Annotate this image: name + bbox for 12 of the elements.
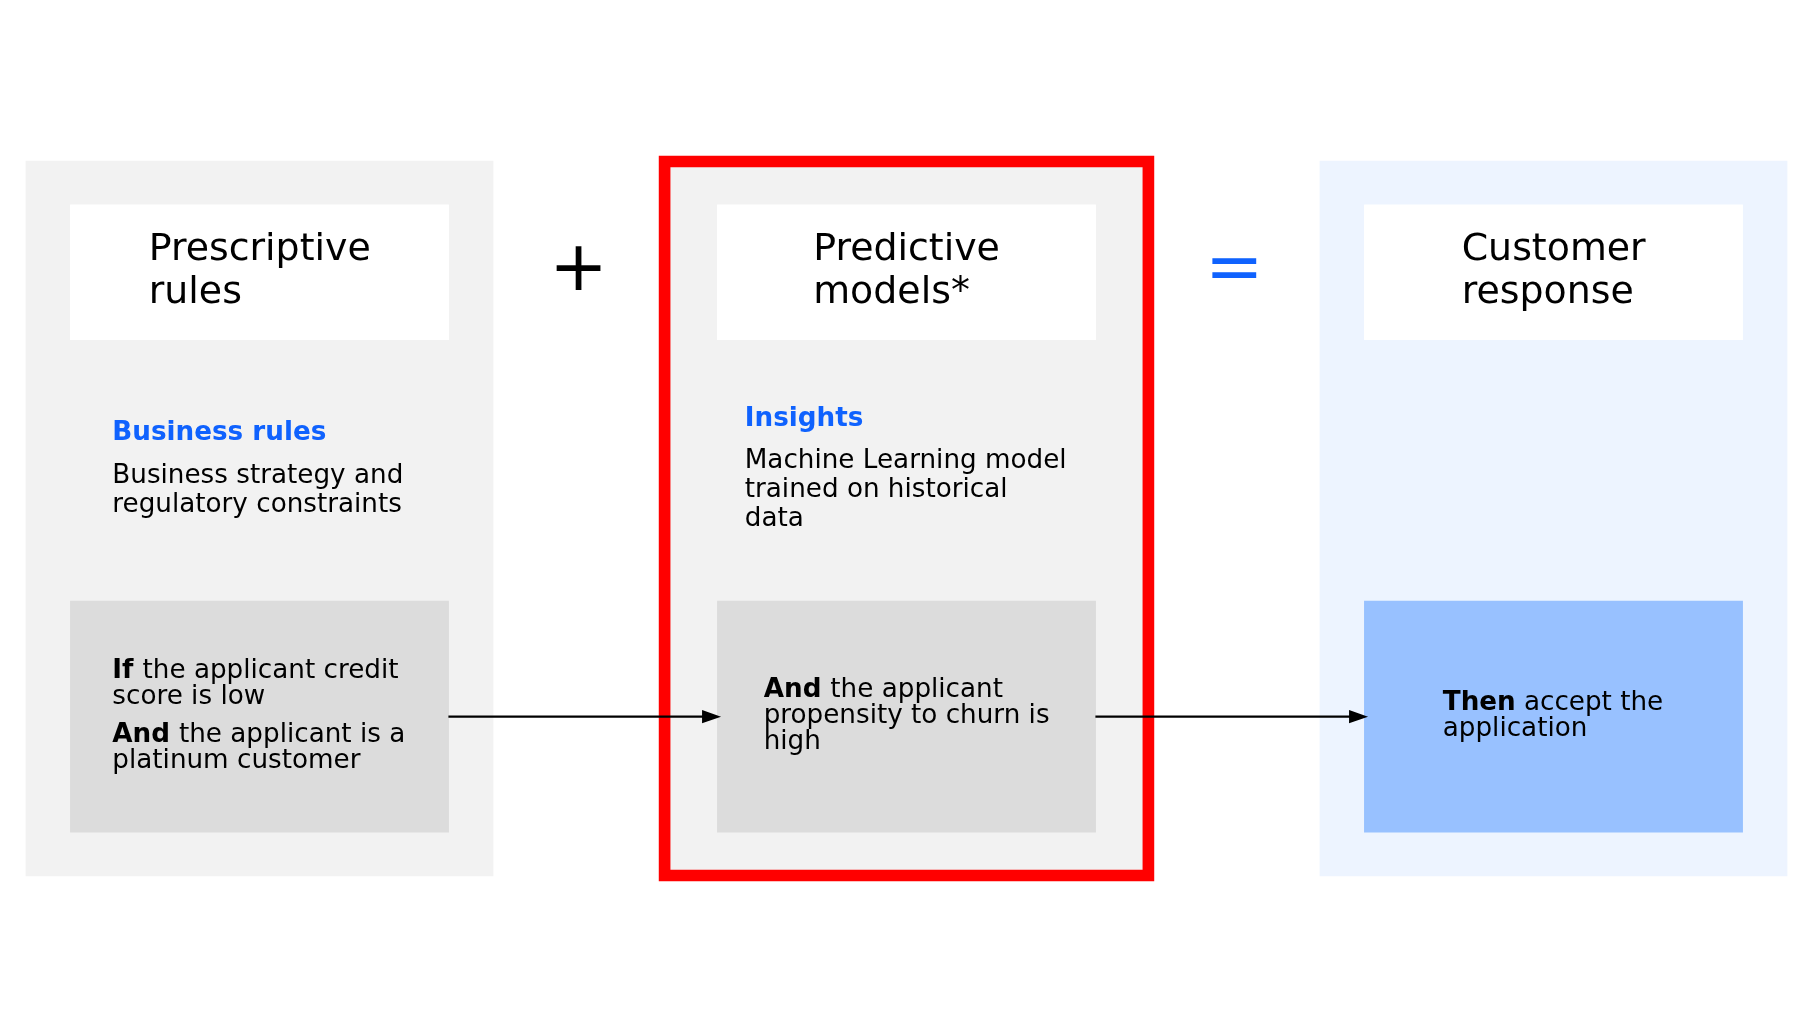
cluster <box>25 160 494 876</box>
node-box: If the applicant credit score is low And the applicant is a platinum customer <box>70 600 449 833</box>
label: = <box>1205 224 1264 306</box>
node-text: Business rules Business strategy and regulatory constraints <box>112 415 404 518</box>
node-box: Then accept the application <box>1364 600 1743 833</box>
node-box: And the applicant propensity to churn is high <box>717 600 1096 833</box>
arrow <box>448 709 722 723</box>
label: + <box>549 224 608 306</box>
cluster <box>1319 160 1788 876</box>
cluster <box>658 155 1155 881</box>
node-text: Insights Machine Learning model trained on historical data <box>744 401 1067 532</box>
arrow <box>1095 709 1369 723</box>
